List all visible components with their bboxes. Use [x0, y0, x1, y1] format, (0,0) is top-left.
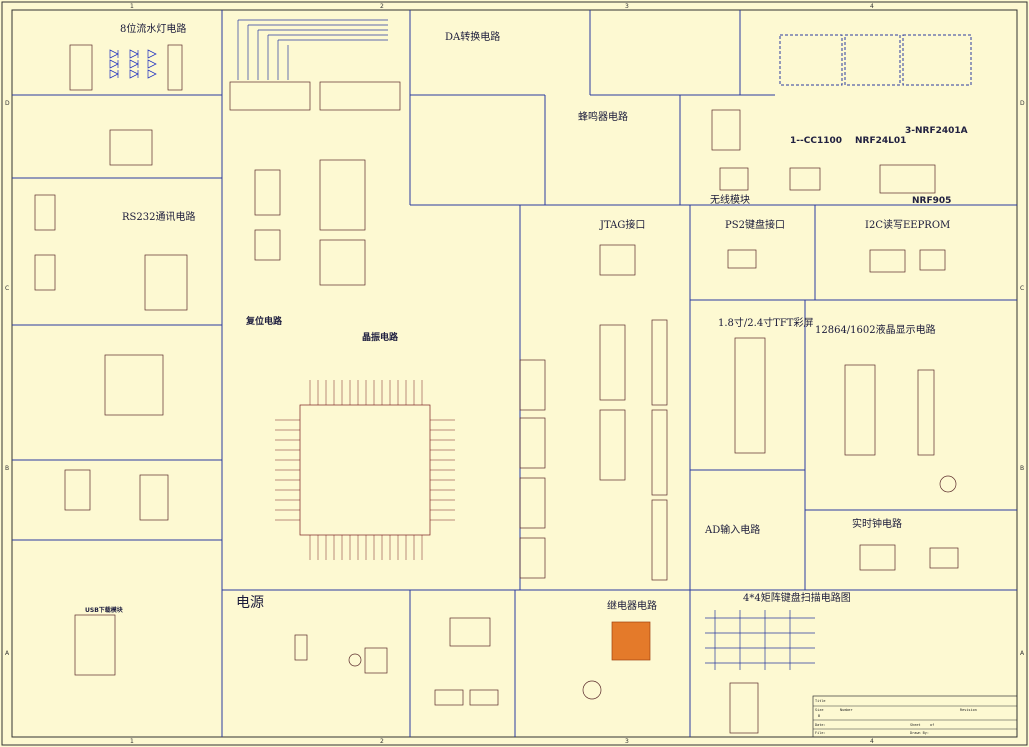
title-label: Title [815, 699, 826, 703]
drawn-label: Drawn By: [910, 731, 929, 735]
cc1100-label: 1--CC1100 [790, 136, 842, 146]
number-label: Number [840, 708, 853, 712]
power-title: 电源 [236, 595, 264, 611]
border-number: 4 [870, 3, 874, 10]
border-number: 3 [625, 3, 629, 10]
nrf905-label: NRF905 [912, 196, 951, 206]
relay-title: 继电器电路 [607, 599, 657, 612]
ad-input-title: AD输入电路 [704, 523, 760, 536]
border-letter: D [5, 100, 10, 107]
date-label: Date: [815, 723, 826, 727]
tft-title: 1.8寸/2.4寸TFT彩屏 [718, 316, 813, 329]
crystal-title: 晶振电路 [362, 331, 399, 343]
border-number: 1 [130, 3, 134, 10]
sheet-label: Sheet [910, 723, 921, 727]
buzzer-title: 蜂鸣器电路 [578, 110, 628, 123]
section-dividers [12, 10, 1017, 737]
border-number: 2 [380, 3, 384, 10]
border-number: 3 [625, 738, 629, 745]
border-letter: D [1020, 100, 1025, 107]
nrf2401a-label: 3-NRF2401A [905, 126, 968, 136]
wireless-title: 无线模块 [710, 193, 750, 206]
i2c-title: I2C读写EEPROM [865, 218, 950, 231]
of-label: of [930, 723, 934, 727]
ps2-title: PS2键盘接口 [725, 218, 785, 231]
reset-title: 复位电路 [245, 315, 283, 327]
wireless-module-boxes [779, 34, 972, 86]
border-letter: A [1020, 650, 1025, 657]
border-number: 1 [130, 738, 134, 745]
border-letter: A [5, 650, 10, 657]
keypad-title: 4*4矩阵键盘扫描电路图 [743, 591, 851, 604]
border-letter: C [5, 285, 9, 292]
border-letter: C [1020, 285, 1024, 292]
nrf24l01-label: NRF24L01 [855, 136, 906, 146]
size-value: B [818, 714, 820, 718]
border-number-row: 1 2 3 4 1 2 3 4 [130, 3, 874, 745]
usb-title: USB下载模块 [85, 606, 124, 614]
lcd-title: 12864/1602液晶显示电路 [815, 323, 936, 336]
jtag-title: JTAG接口 [599, 218, 645, 231]
border-letter: B [1020, 465, 1024, 472]
title-block: Title Size B Number Revision Date: File:… [812, 695, 1018, 738]
size-label: Size [815, 708, 823, 712]
border-letter-col: D C B A D C B A [5, 100, 1025, 657]
revision-label: Revision [960, 708, 977, 712]
file-label: File: [815, 731, 826, 735]
border-letter: B [5, 465, 9, 472]
schematic-components [34, 19, 959, 734]
border-number: 4 [870, 738, 874, 745]
border-number: 2 [380, 738, 384, 745]
rtc-title: 实时钟电路 [852, 517, 902, 530]
rs232-title: RS232通讯电路 [122, 210, 195, 223]
da-convert-title: DA转换电路 [445, 30, 500, 43]
led-flow-title: 8位流水灯电路 [120, 22, 186, 35]
